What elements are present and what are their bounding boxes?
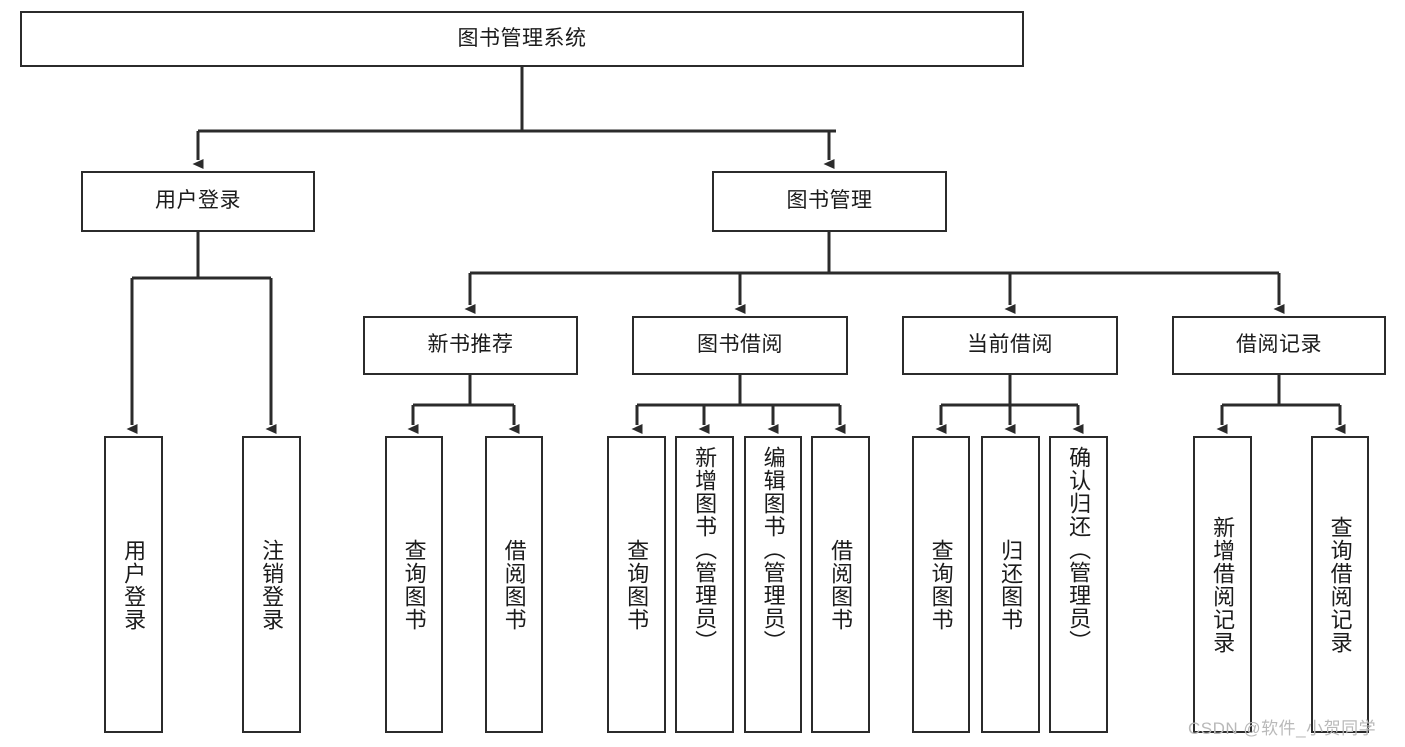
node-leaf-add-record[interactable]: 新增借阅记录	[1193, 436, 1252, 733]
node-label: 图书借阅	[697, 333, 783, 357]
node-current-borrow[interactable]: 当前借阅	[902, 316, 1118, 375]
node-new-book-rec[interactable]: 新书推荐	[363, 316, 578, 375]
node-leaf-borrow-book-1[interactable]: 借阅图书	[485, 436, 543, 733]
node-label: 查询图书	[928, 538, 954, 631]
node-leaf-user-login[interactable]: 用户登录	[104, 436, 163, 733]
node-leaf-return-book[interactable]: 归还图书	[981, 436, 1040, 733]
node-label: 图书管理系统	[457, 26, 587, 50]
node-leaf-edit-book[interactable]: 编辑图书（管理员）	[744, 436, 802, 733]
node-label: 注销登录	[259, 538, 285, 631]
node-label: 用户登录	[155, 189, 241, 213]
node-label: 新书推荐	[427, 333, 514, 357]
node-label: 图书管理	[786, 189, 873, 213]
node-leaf-confirm-return[interactable]: 确认归还（管理员）	[1049, 436, 1108, 733]
node-leaf-query-book-2[interactable]: 查询图书	[607, 436, 666, 733]
csdn-watermark: CSDN @软件_小贺同学	[1188, 719, 1377, 738]
node-label: 查询借阅记录	[1327, 515, 1353, 654]
node-label: 新增借阅记录	[1210, 515, 1236, 654]
node-leaf-add-book[interactable]: 新增图书（管理员）	[675, 436, 734, 733]
node-label: 借阅图书	[828, 538, 854, 631]
node-leaf-query-book-1[interactable]: 查询图书	[385, 436, 443, 733]
node-label: 新增图书（管理员）	[692, 446, 718, 653]
node-leaf-query-book-3[interactable]: 查询图书	[912, 436, 970, 733]
node-label: 用户登录	[121, 538, 147, 631]
node-book-borrow[interactable]: 图书借阅	[632, 316, 848, 375]
node-root-system[interactable]: 图书管理系统	[20, 11, 1024, 67]
node-label: 当前借阅	[967, 333, 1053, 357]
node-label: 借阅图书	[501, 538, 527, 631]
node-book-manage[interactable]: 图书管理	[712, 171, 947, 232]
node-leaf-user-logout[interactable]: 注销登录	[242, 436, 301, 733]
node-label: 借阅记录	[1236, 333, 1322, 357]
node-label: 查询图书	[624, 538, 650, 631]
node-leaf-query-record[interactable]: 查询借阅记录	[1311, 436, 1369, 733]
node-label: 归还图书	[998, 538, 1024, 631]
node-label: 查询图书	[401, 538, 427, 631]
node-user-login[interactable]: 用户登录	[81, 171, 315, 232]
node-label: 确认归还（管理员）	[1066, 446, 1092, 653]
node-borrow-record[interactable]: 借阅记录	[1172, 316, 1386, 375]
node-leaf-borrow-book-2[interactable]: 借阅图书	[811, 436, 870, 733]
node-label: 编辑图书（管理员）	[760, 446, 786, 653]
